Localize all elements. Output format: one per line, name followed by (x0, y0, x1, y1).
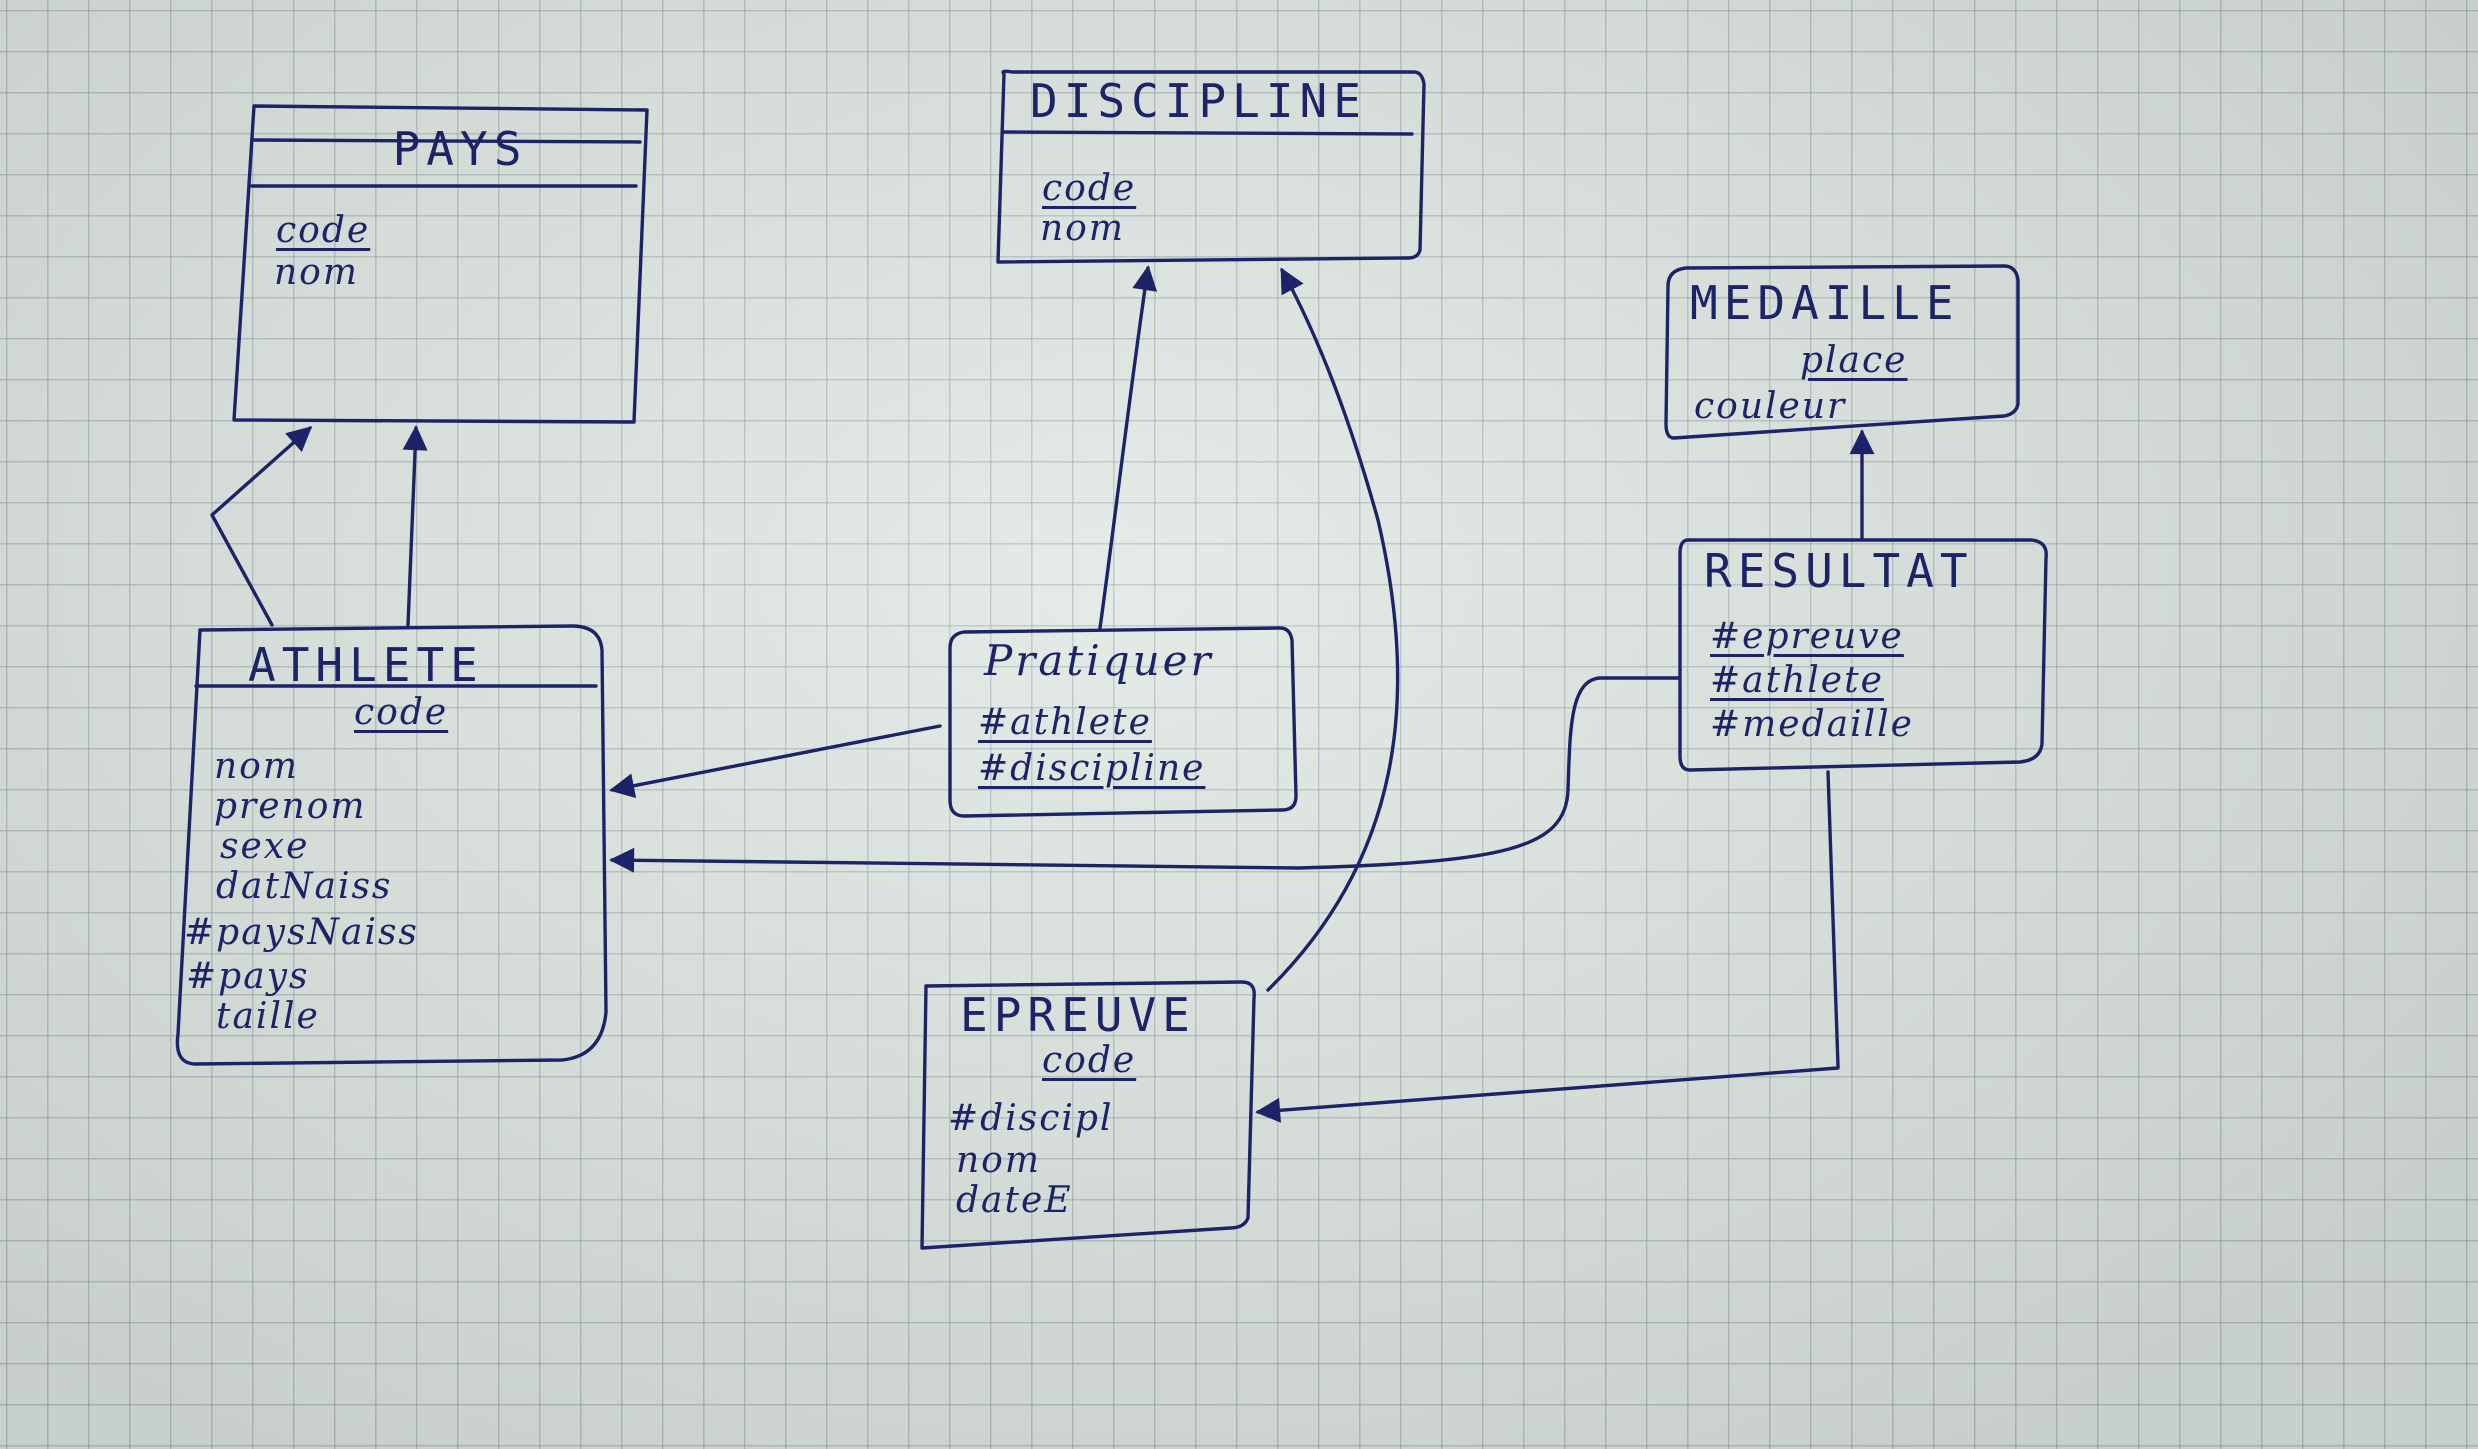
attribute-epreuve-code: code (1042, 1040, 1137, 1081)
attribute-resultat-epreuve: #epreuve (1710, 616, 1904, 657)
attribute-resultat-athlete: #athlete (1710, 660, 1884, 701)
attribute-athlete-prenom: prenom (214, 786, 367, 827)
attribute-athlete-pays: #pays (186, 956, 310, 997)
attribute-medaille-place: place (1800, 340, 1908, 381)
attribute-epreuve-datee: dateE (956, 1180, 1073, 1221)
entity-title-pays: PAYS (392, 122, 528, 176)
entity-epreuve: EPREUVE code #discipl nom dateE (912, 980, 1264, 1252)
attribute-pays-code: code (276, 210, 371, 251)
attribute-epreuve-nom: nom (956, 1140, 1041, 1181)
attribute-discipline-code: code (1042, 168, 1137, 209)
entity-pratiquer: Pratiquer #athlete #discipline (946, 624, 1298, 820)
entity-medaille: MEDAILLE place couleur (1664, 264, 2024, 440)
attribute-pays-nom: nom (274, 252, 359, 293)
attribute-pratiquer-athlete: #athlete (978, 702, 1152, 743)
attribute-athlete-nom: nom (214, 746, 299, 787)
link-athlete-paysnaiss-to-pays (210, 428, 310, 627)
link-athlete-pays-to-pays (408, 428, 416, 627)
attribute-medaille-couleur: couleur (1694, 386, 1847, 427)
entity-discipline: DISCIPLINE code nom (990, 69, 1426, 266)
attribute-pratiquer-discipline: #discipline (978, 748, 1206, 789)
attribute-athlete-paysnaiss: #paysNaiss (184, 912, 419, 953)
attribute-epreuve-discipl: #discipl (948, 1098, 1114, 1139)
attribute-discipline-nom: nom (1040, 208, 1125, 249)
attribute-athlete-datnaiss: datNaiss (216, 866, 393, 907)
entity-title-medaille: MEDAILLE (1690, 276, 1960, 330)
attribute-resultat-medaille: #medaille (1710, 704, 1914, 745)
link-pratiquer-to-discipline (1098, 268, 1148, 630)
attribute-athlete-sexe: sexe (220, 826, 310, 867)
link-epreuve-to-discipline (1266, 270, 1400, 992)
entity-resultat: RESULTAT #epreuve #athlete #medaille (1676, 536, 2052, 774)
entity-pays: PAYS code nom (232, 104, 649, 426)
link-resultat-to-epreuve (1258, 770, 1840, 1112)
entity-athlete: ATHLETE code nom prenom sexe datNaiss #p… (172, 622, 608, 1066)
entity-title-epreuve: EPREUVE (960, 988, 1196, 1042)
entity-title-discipline: DISCIPLINE (1030, 74, 1367, 128)
link-resultat-to-athlete (612, 676, 1680, 868)
attribute-athlete-code: code (354, 692, 449, 733)
link-pratiquer-to-athlete (612, 724, 942, 790)
entity-title-pratiquer: Pratiquer (984, 636, 1214, 685)
entity-title-athlete: ATHLETE (248, 638, 484, 692)
entity-title-resultat: RESULTAT (1704, 544, 1974, 598)
attribute-athlete-taille: taille (216, 996, 320, 1037)
